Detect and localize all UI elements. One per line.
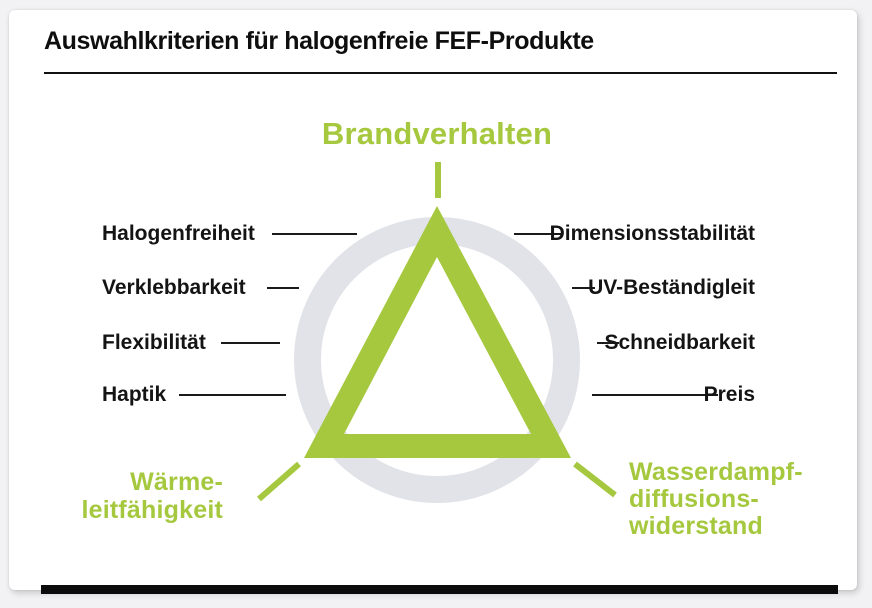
content-card: Auswahlkriterien für halogenfreie FEF-Pr… xyxy=(9,10,857,594)
criterion-flexibilitaet: Flexibilität xyxy=(102,331,206,354)
criterion-wasserdampfdiffusionswiderstand: Wasserdampf- diffusions- widerstand xyxy=(629,459,803,540)
criterion-schneidbarkeit: Schneidbarkeit xyxy=(604,331,755,354)
criterion-wasserdampf-line1: Wasserdampf- xyxy=(629,458,803,486)
criterion-wasserdampf-line3: widerstand xyxy=(629,512,763,540)
connector-bottom-left xyxy=(257,461,301,502)
criterion-dimensionsstabilitaet: Dimensionsstabilität xyxy=(549,222,755,245)
criterion-waermeleitfaehigkeit-line2: leitfähigkeit xyxy=(81,496,223,524)
criterion-haptik: Haptik xyxy=(102,383,167,406)
green-triangle-shape xyxy=(304,206,571,458)
connector-bottom-right xyxy=(573,461,617,498)
title-underline-rule xyxy=(44,72,837,74)
criterion-verklebbarkeit: Verklebbarkeit xyxy=(102,276,246,299)
criterion-wasserdampf-line2: diffusions- xyxy=(629,485,759,513)
criterion-waermeleitfaehigkeit-line1: Wärme- xyxy=(130,468,223,496)
criterion-uv-bestaendigleit: UV-Beständigleit xyxy=(588,276,755,299)
criterion-preis: Preis xyxy=(703,383,755,406)
criteria-diagram xyxy=(179,162,718,503)
page-title: Auswahlkriterien für halogenfreie FEF-Pr… xyxy=(44,27,594,55)
bottom-bar-rule xyxy=(41,585,838,594)
criterion-halogenfreiheit: Halogenfreiheit xyxy=(102,222,255,245)
criterion-brandverhalten: Brandverhalten xyxy=(321,116,553,151)
criterion-waermeleitfaehigkeit: Wärme- leitfähigkeit xyxy=(81,468,223,524)
